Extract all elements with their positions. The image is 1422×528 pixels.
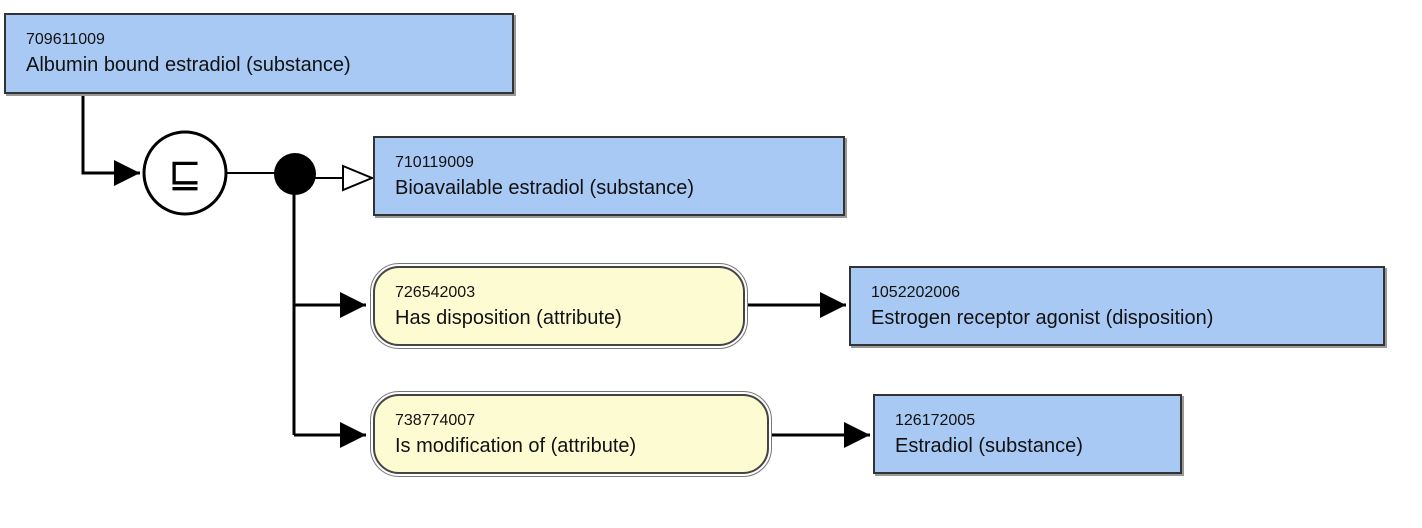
attribute-1-sctid: 726542003	[395, 284, 476, 301]
attribute-1-term: Has disposition (attribute)	[395, 307, 622, 329]
attribute-box-has-disposition[interactable]: 726542003 Has disposition (attribute)	[370, 263, 748, 349]
attribute-2-term: Is modification of (attribute)	[395, 435, 637, 457]
isa-open-arrow	[342, 164, 375, 192]
attribute-box-is-modification-of[interactable]: 738774007 Is modification of (attribute)	[370, 391, 772, 477]
parent-term: Bioavailable estradiol (substance)	[395, 177, 695, 199]
conjunction-dot	[274, 153, 316, 195]
attribute-2-sctid: 738774007	[395, 412, 476, 429]
focus-sctid: 709611009	[26, 31, 105, 48]
subsumption-symbol: ⊑	[168, 151, 202, 197]
parent-sctid: 710119009	[395, 154, 474, 171]
value-concept-box-estradiol[interactable]: 126172005 Estradiol (substance)	[873, 394, 1182, 474]
focus-connector	[81, 95, 140, 186]
value-2-term: Estradiol (substance)	[895, 435, 1083, 457]
value-2-sctid: 126172005	[895, 412, 976, 429]
value-1-sctid: 1052202006	[871, 284, 960, 301]
focus-concept-box[interactable]: 709611009 Albumin bound estradiol (subst…	[4, 13, 514, 94]
focus-term: Albumin bound estradiol (substance)	[26, 54, 351, 76]
parent-concept-box[interactable]: 710119009 Bioavailable estradiol (substa…	[373, 136, 845, 216]
value-1-term: Estrogen receptor agonist (disposition)	[871, 307, 1214, 329]
value-concept-box-estrogen-receptor-agonist[interactable]: 1052202006 Estrogen receptor agonist (di…	[849, 266, 1385, 346]
